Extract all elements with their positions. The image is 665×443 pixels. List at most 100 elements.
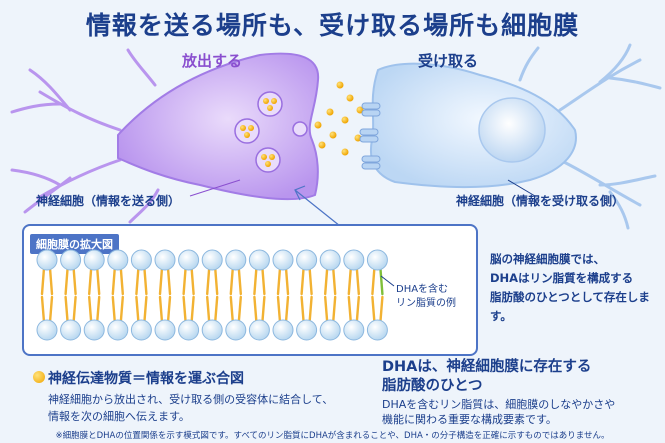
lipid-head: [107, 249, 129, 271]
lipid-tail: [205, 295, 211, 324]
lipid-head: [296, 319, 318, 341]
lipid-tail: [111, 266, 117, 296]
lipid-head: [83, 249, 105, 271]
lipid-tail: [229, 266, 235, 296]
lipid-tail: [190, 295, 195, 324]
lipid-tail: [40, 295, 46, 324]
lipid-tail: [261, 295, 266, 324]
lipid-head: [178, 319, 200, 341]
lipid-tail: [64, 266, 69, 296]
lipid-head: [60, 319, 82, 341]
lipid-head: [154, 249, 176, 271]
lipid-tail: [332, 295, 337, 324]
dha-line-2: 機能に関わる重要な構成要素です。: [382, 413, 557, 426]
lipid-head: [83, 319, 105, 341]
lipid-head: [272, 249, 294, 271]
lipid-tail: [190, 266, 195, 296]
lipid-tail: [64, 295, 69, 324]
lipid-tail: [347, 295, 352, 324]
lipid-head: [225, 319, 247, 341]
lipid-head: [36, 249, 58, 271]
lipid-head: [319, 249, 341, 271]
receptors: [359, 102, 381, 170]
lipid-tail: [48, 295, 54, 324]
lipid-tail: [229, 295, 235, 324]
lipid-tail: [284, 295, 290, 324]
lipid-tail: [135, 266, 140, 296]
lipid-tail: [205, 266, 211, 296]
dha-label-line-1: DHAを含む: [396, 284, 449, 295]
lipid-tail: [213, 266, 219, 296]
receiving-cell-dendrites: [518, 43, 662, 230]
brain-membrane-note: 脳の神経細胞膜では、 DHAはリン脂質を構成する 脂肪酸のひとつとして存在します…: [490, 250, 660, 326]
brain-note-line-3: 脂肪酸のひとつとして存在します。: [490, 290, 650, 323]
lipid-tail: [40, 266, 46, 296]
neurotransmitter-heading: 神経伝達物質＝情報を運ぶ合図: [48, 371, 244, 387]
dha-heading-line-1: DHAは、神経細胞膜に存在する: [382, 359, 592, 375]
lipid-tail: [95, 266, 101, 296]
lipid-tail: [143, 266, 148, 296]
lipid-tail: [237, 266, 243, 296]
vesicles: [234, 91, 308, 173]
neurotransmitter-dots: [314, 81, 364, 156]
dha-phospholipid-label: DHAを含む リン脂質の例: [396, 283, 466, 311]
lipid-tail: [253, 266, 258, 296]
lipid-tail: [158, 266, 164, 296]
lipid-tail: [166, 266, 172, 296]
neurotransmitter-line-1: 神経細胞から放出され、受け取る側の受容体に結合して、: [48, 393, 334, 406]
lipid-head: [343, 249, 365, 271]
lipid-head: [248, 319, 270, 341]
lipid-head: [60, 249, 82, 271]
lipid-tail: [324, 295, 329, 324]
lipid-tail: [253, 295, 258, 324]
lipid-tail: [111, 295, 117, 324]
lipid-tail: [87, 295, 93, 324]
lipid-head: [178, 249, 200, 271]
lipid-head: [366, 319, 388, 341]
brain-note-line-2: DHAはリン脂質を構成する: [490, 271, 634, 285]
lipid-tail: [276, 295, 282, 324]
lipid-tail: [119, 295, 125, 324]
magnified-tag: 細胞膜の拡大図: [30, 234, 119, 254]
receive-label: 受け取る: [418, 52, 479, 70]
lipid-tail: [332, 266, 337, 296]
lipid-head: [319, 319, 341, 341]
lipid-head: [201, 319, 223, 341]
lipid-tail: [300, 266, 305, 296]
lipid-tail: [119, 266, 125, 296]
release-label: 放出する: [182, 52, 243, 70]
lipid-tail: [276, 266, 282, 296]
lipid-head: [36, 319, 58, 341]
receiving-cell-caption: 神経細胞（情報を受け取る側）: [456, 194, 625, 208]
lipid-head: [154, 319, 176, 341]
lipid-tail: [300, 295, 305, 324]
lipid-head: [107, 319, 129, 341]
lipid-head: [201, 249, 223, 271]
sending-cell-dendrites: [10, 48, 160, 224]
neurotransmitter-bullet-icon: [33, 371, 45, 383]
neurotransmitter-description: 神経細胞から放出され、受け取る側の受容体に結合して、 情報を次の細胞へ伝えます。: [48, 391, 348, 425]
nucleus: [478, 97, 546, 163]
lipid-head: [248, 249, 270, 271]
dha-label-line-2: リン脂質の例: [396, 298, 456, 309]
lipid-tail: [87, 266, 93, 296]
lipid-tail: [379, 266, 384, 296]
lipid-tail: [237, 295, 243, 324]
lipid-tail: [72, 295, 77, 324]
dha-heading: DHAは、神経細胞膜に存在する 脂肪酸のひとつ: [382, 358, 652, 396]
sending-cell-caption: 神経細胞（情報を送る側）: [36, 194, 181, 208]
brain-note-line-1: 脳の神経細胞膜では、: [490, 252, 605, 266]
lipid-tail: [355, 295, 360, 324]
lipid-tail: [182, 295, 187, 324]
lipid-head: [130, 249, 152, 271]
lipid-head: [130, 319, 152, 341]
lipid-tail: [371, 266, 376, 296]
dha-line-1: DHAを含むリン脂質は、細胞膜のしなやかさや: [382, 398, 616, 411]
lipid-tail: [95, 295, 101, 324]
neurotransmitter-line-2: 情報を次の細胞へ伝えます。: [48, 410, 190, 423]
lipid-head: [296, 249, 318, 271]
lipid-tail: [135, 295, 140, 324]
lipid-tail: [213, 295, 219, 324]
